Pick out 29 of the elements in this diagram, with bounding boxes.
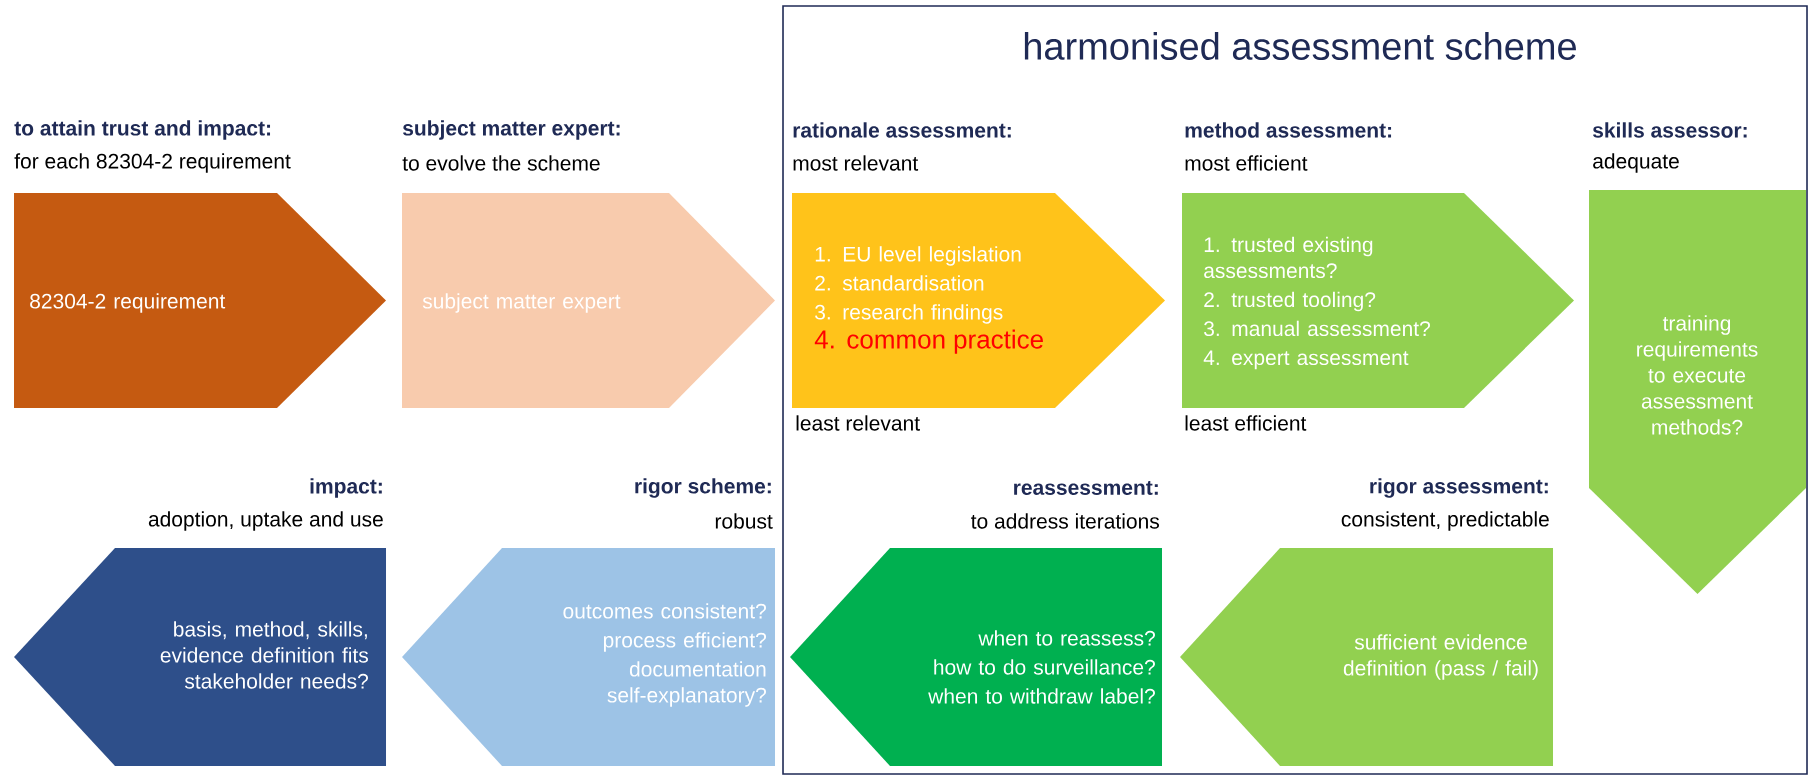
scale-note: least relevant: [796, 415, 920, 431]
node-label: 4. common practice: [814, 329, 1043, 354]
node-label: 2. standardisation: [815, 275, 984, 291]
node-label: 3. manual assessment?: [1204, 320, 1431, 337]
node-label: 1. trusted existing assessments?: [1204, 236, 1373, 279]
node-label: 1. EU level legislation: [815, 246, 1021, 266]
heading: rigor scheme:: [635, 478, 771, 498]
heading: to attain trust and impact:: [14, 120, 270, 140]
subheading: adoption, uptake and use: [148, 511, 383, 531]
heading: method assessment:: [1185, 122, 1392, 138]
subheading: consistent, predictable: [1341, 511, 1549, 531]
heading: reassessment:: [1014, 481, 1158, 495]
node-label: 3. research findings: [815, 304, 1003, 324]
heading: rationale assessment:: [793, 122, 1011, 138]
subheading: most relevant: [793, 155, 919, 171]
heading: subject matter expert:: [402, 120, 620, 140]
title: harmonised assessment scheme: [1024, 32, 1576, 60]
scale-note: least efficient: [1185, 415, 1307, 431]
subheading: for each 82304-2 requirement: [14, 153, 291, 173]
heading: impact:: [310, 478, 382, 498]
heading: skills assessor:: [1592, 122, 1747, 138]
subheading: robust: [715, 513, 773, 529]
subheading: adequate: [1593, 153, 1679, 173]
node-label: 4. expert assessment: [1203, 350, 1409, 370]
subheading: to address iterations: [971, 513, 1159, 529]
subheading: to evolve the scheme: [402, 155, 600, 171]
node-label: 2. trusted tooling?: [1204, 291, 1376, 312]
subheading: most efficient: [1185, 155, 1308, 171]
heading: rigor assessment:: [1370, 478, 1548, 498]
